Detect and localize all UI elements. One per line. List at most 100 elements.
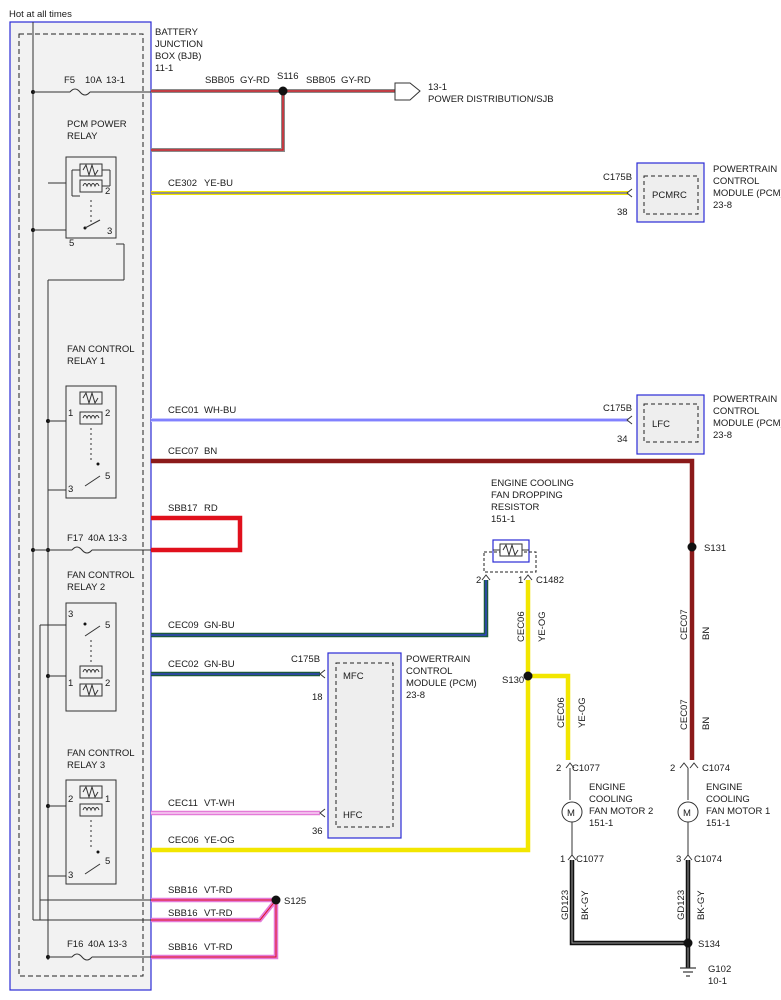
svg-text:3: 3 <box>676 854 681 865</box>
svg-text:FAN CONTROL: FAN CONTROL <box>67 344 135 355</box>
svg-text:C175B: C175B <box>603 172 632 183</box>
svg-text:C1077: C1077 <box>576 854 604 865</box>
splice-s131-label: S131 <box>704 543 726 554</box>
svg-text:10A: 10A <box>85 75 103 86</box>
svg-text:ENGINE COOLING: ENGINE COOLING <box>491 478 574 489</box>
svg-text:MODULE (PCM): MODULE (PCM) <box>713 188 781 199</box>
svg-text:151-1: 151-1 <box>706 818 730 829</box>
svg-text:ENGINE: ENGINE <box>706 782 742 793</box>
hot-label: Hot at all times <box>9 9 72 20</box>
fan-motor-2: 2 C1077 M 1 C1077 ENGINE COOLING FAN MOT… <box>556 762 653 865</box>
splice-s116-label: S116 <box>277 71 298 82</box>
svg-text:1: 1 <box>68 678 73 689</box>
svg-text:VT-RD: VT-RD <box>204 942 233 953</box>
svg-text:F16: F16 <box>67 939 83 950</box>
svg-text:GY-RD: GY-RD <box>240 75 270 86</box>
svg-text:MODULE (PCM): MODULE (PCM) <box>713 418 781 429</box>
svg-text:13-3: 13-3 <box>108 533 127 544</box>
wire-cec02: CEC02 GN-BU <box>151 659 320 677</box>
svg-text:10-1: 10-1 <box>708 976 727 987</box>
svg-text:2: 2 <box>105 408 110 419</box>
svg-text:CEC07: CEC07 <box>679 699 690 730</box>
svg-text:CEC06: CEC06 <box>556 697 567 728</box>
pcm-block-2: LFC C175B 34 POWERTRAIN CONTROL MODULE (… <box>603 394 781 455</box>
svg-text:GN-BU: GN-BU <box>204 620 235 631</box>
svg-text:CONTROL: CONTROL <box>713 406 759 417</box>
svg-text:CEC02: CEC02 <box>168 659 199 670</box>
svg-text:2: 2 <box>476 575 481 586</box>
svg-text:5: 5 <box>105 471 110 482</box>
svg-text:C1077: C1077 <box>572 763 600 774</box>
svg-text:MFC: MFC <box>343 671 364 682</box>
svg-text:PCMRC: PCMRC <box>652 190 687 201</box>
wire-cec06: CEC06 YE-OG S130 CEC06 YE-OG CEC06 YE-OG <box>151 580 588 853</box>
svg-text:YE-BU: YE-BU <box>204 178 233 189</box>
svg-text:BN: BN <box>701 627 712 640</box>
power-distribution-connector: 13-1 POWER DISTRIBUTION/SJB <box>394 82 554 105</box>
svg-text:MODULE (PCM): MODULE (PCM) <box>406 678 477 689</box>
svg-text:VT-WH: VT-WH <box>204 798 235 809</box>
svg-text:2: 2 <box>68 794 73 805</box>
svg-text:COOLING: COOLING <box>706 794 750 805</box>
svg-text:WH-BU: WH-BU <box>204 405 236 416</box>
svg-text:SBB16: SBB16 <box>168 885 198 896</box>
svg-text:13-1: 13-1 <box>428 82 447 93</box>
svg-text:F5: F5 <box>64 75 75 86</box>
svg-text:G102: G102 <box>708 964 731 975</box>
svg-text:1: 1 <box>518 575 523 586</box>
svg-text:BK-GY: BK-GY <box>580 890 591 920</box>
svg-text:36: 36 <box>312 826 323 837</box>
svg-text:YE-OG: YE-OG <box>537 611 548 642</box>
svg-text:GD123: GD123 <box>676 890 687 920</box>
svg-text:POWERTRAIN: POWERTRAIN <box>406 654 470 665</box>
svg-text:LFC: LFC <box>652 419 670 430</box>
svg-text:34: 34 <box>617 434 628 445</box>
svg-text:40A: 40A <box>88 533 106 544</box>
svg-text:CONTROL: CONTROL <box>713 176 759 187</box>
svg-text:151-1: 151-1 <box>491 514 515 525</box>
svg-text:ENGINE: ENGINE <box>589 782 625 793</box>
svg-text:5: 5 <box>105 856 110 867</box>
wire-sbb17: SBB17 RD <box>151 503 243 553</box>
svg-text:RELAY 1: RELAY 1 <box>67 356 105 367</box>
svg-text:C1074: C1074 <box>702 763 730 774</box>
svg-text:BATTERY: BATTERY <box>155 27 199 38</box>
svg-text:SBB16: SBB16 <box>168 942 198 953</box>
splice-s125-label: S125 <box>284 896 306 907</box>
svg-text:2: 2 <box>556 763 561 774</box>
svg-text:YE-OG: YE-OG <box>204 835 235 846</box>
pcm-block-1: PCMRC C175B 38 POWERTRAIN CONTROL MODULE… <box>603 162 781 223</box>
svg-text:HFC: HFC <box>343 810 363 821</box>
splice-s130-label: S130 <box>502 675 524 686</box>
svg-text:23-8: 23-8 <box>713 200 732 211</box>
svg-text:1: 1 <box>68 408 73 419</box>
wire-ce302: CE302 YE-BU <box>151 178 628 195</box>
wire-cec11: CEC11 VT-WH <box>151 798 320 816</box>
bjb-label: BATTERY JUNCTION BOX (BJB) 11-1 <box>155 27 203 74</box>
svg-text:F17: F17 <box>67 533 83 544</box>
svg-text:1: 1 <box>560 854 565 865</box>
svg-text:GD123: GD123 <box>560 890 571 920</box>
svg-text:POWER DISTRIBUTION/SJB: POWER DISTRIBUTION/SJB <box>428 94 554 105</box>
svg-text:13-1: 13-1 <box>106 75 125 86</box>
wire-cec09: CEC09 GN-BU <box>151 580 489 638</box>
wire-gd123: S134 GD123 BK-GY GD123 BK-GY <box>560 860 720 968</box>
svg-text:18: 18 <box>312 692 323 703</box>
svg-text:40A: 40A <box>88 939 106 950</box>
svg-text:23-8: 23-8 <box>406 690 425 701</box>
svg-text:CE302: CE302 <box>168 178 197 189</box>
svg-text:CEC09: CEC09 <box>168 620 199 631</box>
svg-text:RELAY 3: RELAY 3 <box>67 760 105 771</box>
svg-text:YE-OG: YE-OG <box>577 697 588 728</box>
svg-text:CEC07: CEC07 <box>679 609 690 640</box>
svg-text:CEC07: CEC07 <box>168 446 199 457</box>
wire-sbb05: SBB05 GY-RD SBB05 GY-RD S116 <box>151 71 395 152</box>
svg-text:FAN CONTROL: FAN CONTROL <box>67 570 135 581</box>
svg-text:FAN DROPPING: FAN DROPPING <box>491 490 563 501</box>
svg-text:FAN MOTOR 2: FAN MOTOR 2 <box>589 806 653 817</box>
svg-text:SBB16: SBB16 <box>168 908 198 919</box>
svg-text:RELAY 2: RELAY 2 <box>67 582 105 593</box>
wire-cec07: CEC07 BN S131 CEC07 BN CEC07 BN <box>151 446 726 760</box>
fuse-f16: F16 40A 13-3 <box>46 939 151 961</box>
